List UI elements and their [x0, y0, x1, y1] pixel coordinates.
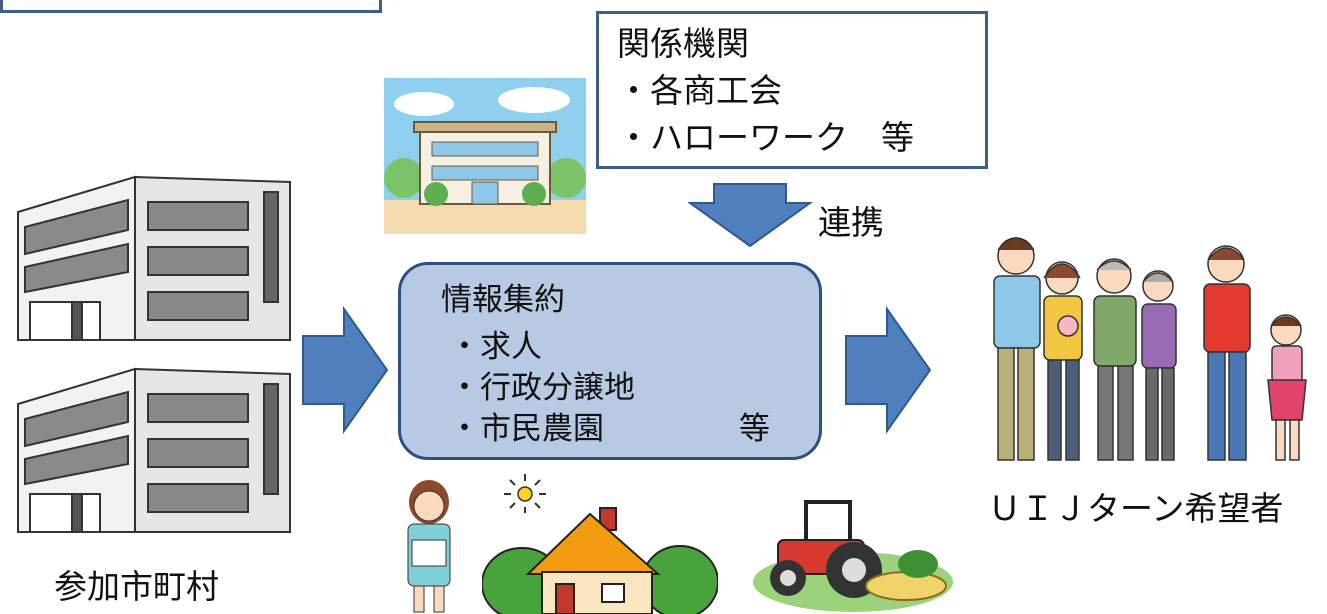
information-box: 情報集約 ・求人 ・行政分譲地 ・市民農園 等	[398, 262, 822, 460]
related-organizations-item: ・各商工会	[617, 71, 782, 110]
link-label: 連携	[818, 203, 884, 242]
information-item: ・行政分譲地	[449, 370, 635, 406]
information-title: 情報集約	[441, 282, 565, 318]
information-etc: 等	[739, 411, 770, 447]
right-arrow-icon	[845, 306, 932, 434]
right-arrow-icon	[302, 306, 389, 434]
public-office-icon	[384, 78, 586, 234]
woman-icon	[407, 480, 451, 613]
related-organizations-title: 関係機関	[617, 24, 749, 63]
information-item: ・市民農園	[449, 411, 604, 447]
header-frame	[0, 0, 382, 13]
down-arrow-icon	[688, 183, 814, 248]
participating-municipalities-label: 参加市町村	[54, 567, 219, 606]
municipal-building-icon	[17, 175, 291, 533]
house-icon	[482, 507, 718, 614]
tractor-icon	[753, 500, 953, 612]
information-item: ・求人	[449, 329, 542, 365]
related-organizations-item: ・ハローワーク 等	[617, 118, 914, 157]
sun-icon	[504, 474, 546, 513]
family-icon	[993, 237, 1307, 461]
uij-turn-applicants-label: ＵＩＪターン希望者	[988, 489, 1284, 528]
related-organizations-box: 関係機関 ・各商工会 ・ハローワーク 等	[596, 11, 988, 169]
